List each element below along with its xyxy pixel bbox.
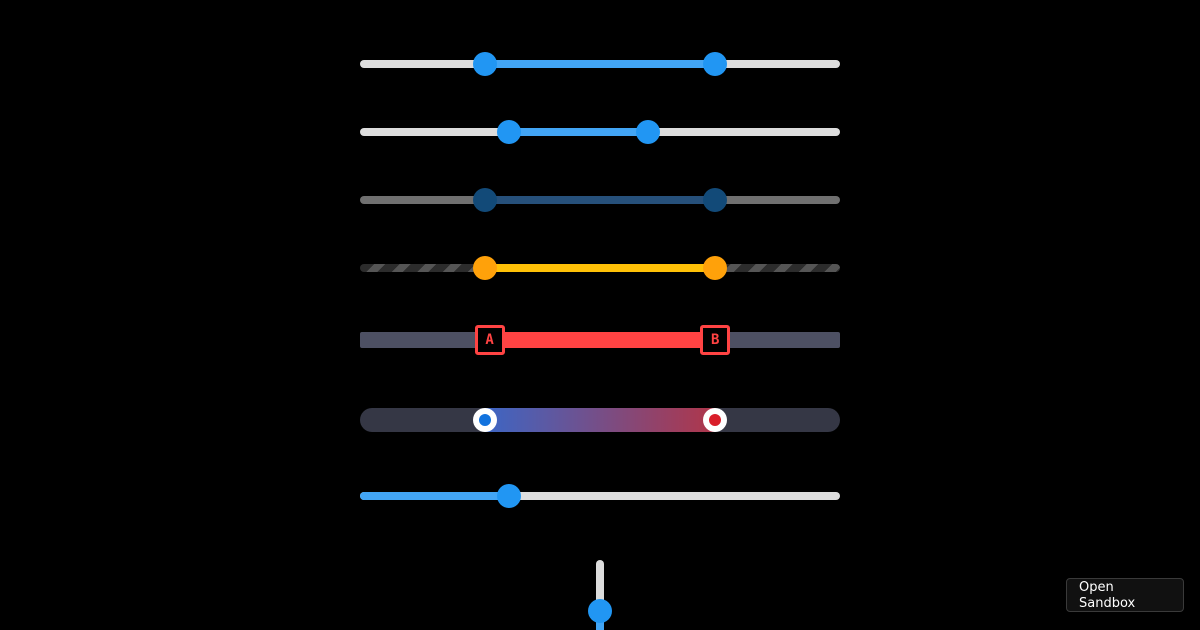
range-slider-striped[interactable] [360,256,840,280]
thumb-dot [709,414,722,426]
slider-range-fill-gradient [484,408,716,432]
slider-fill [360,492,509,500]
open-sandbox-button[interactable]: Open Sandbox [1066,578,1184,612]
thumb-dot [478,414,491,426]
slider-range-fill [484,196,716,204]
slider-range-fill [484,264,716,272]
slider-thumb-end[interactable] [703,52,728,76]
slider-range-fill [508,128,648,136]
range-slider-gradient[interactable] [360,408,840,432]
slider-thumb-start[interactable] [472,256,497,280]
slider-thumb-a[interactable]: A [474,325,505,355]
slider-thumb-end[interactable] [703,408,728,432]
slider-thumb-end[interactable] [636,120,660,144]
slider-thumb[interactable] [496,484,521,508]
range-slider-default[interactable] [360,52,840,76]
vertical-slider[interactable] [588,560,612,630]
single-slider[interactable] [360,484,840,508]
vertical-slider-thumb[interactable] [588,599,612,623]
slider-range-fill [489,332,716,348]
slider-range-fill [484,60,716,68]
slider-thumb-start [472,188,497,212]
slider-thumb-b[interactable]: B [700,325,731,355]
slider-thumb-start[interactable] [472,408,497,432]
slider-thumb-end [703,188,728,212]
slider-thumb-start[interactable] [472,52,497,76]
slider-thumb-start[interactable] [496,120,521,144]
slider-track[interactable] [360,492,840,500]
slider-thumb-end[interactable] [703,256,728,280]
vertical-slider-track[interactable] [596,560,604,630]
range-slider-small-thumbs[interactable] [360,120,840,144]
range-slider-labeled[interactable]: A B [360,325,840,355]
range-slider-disabled [360,188,840,212]
